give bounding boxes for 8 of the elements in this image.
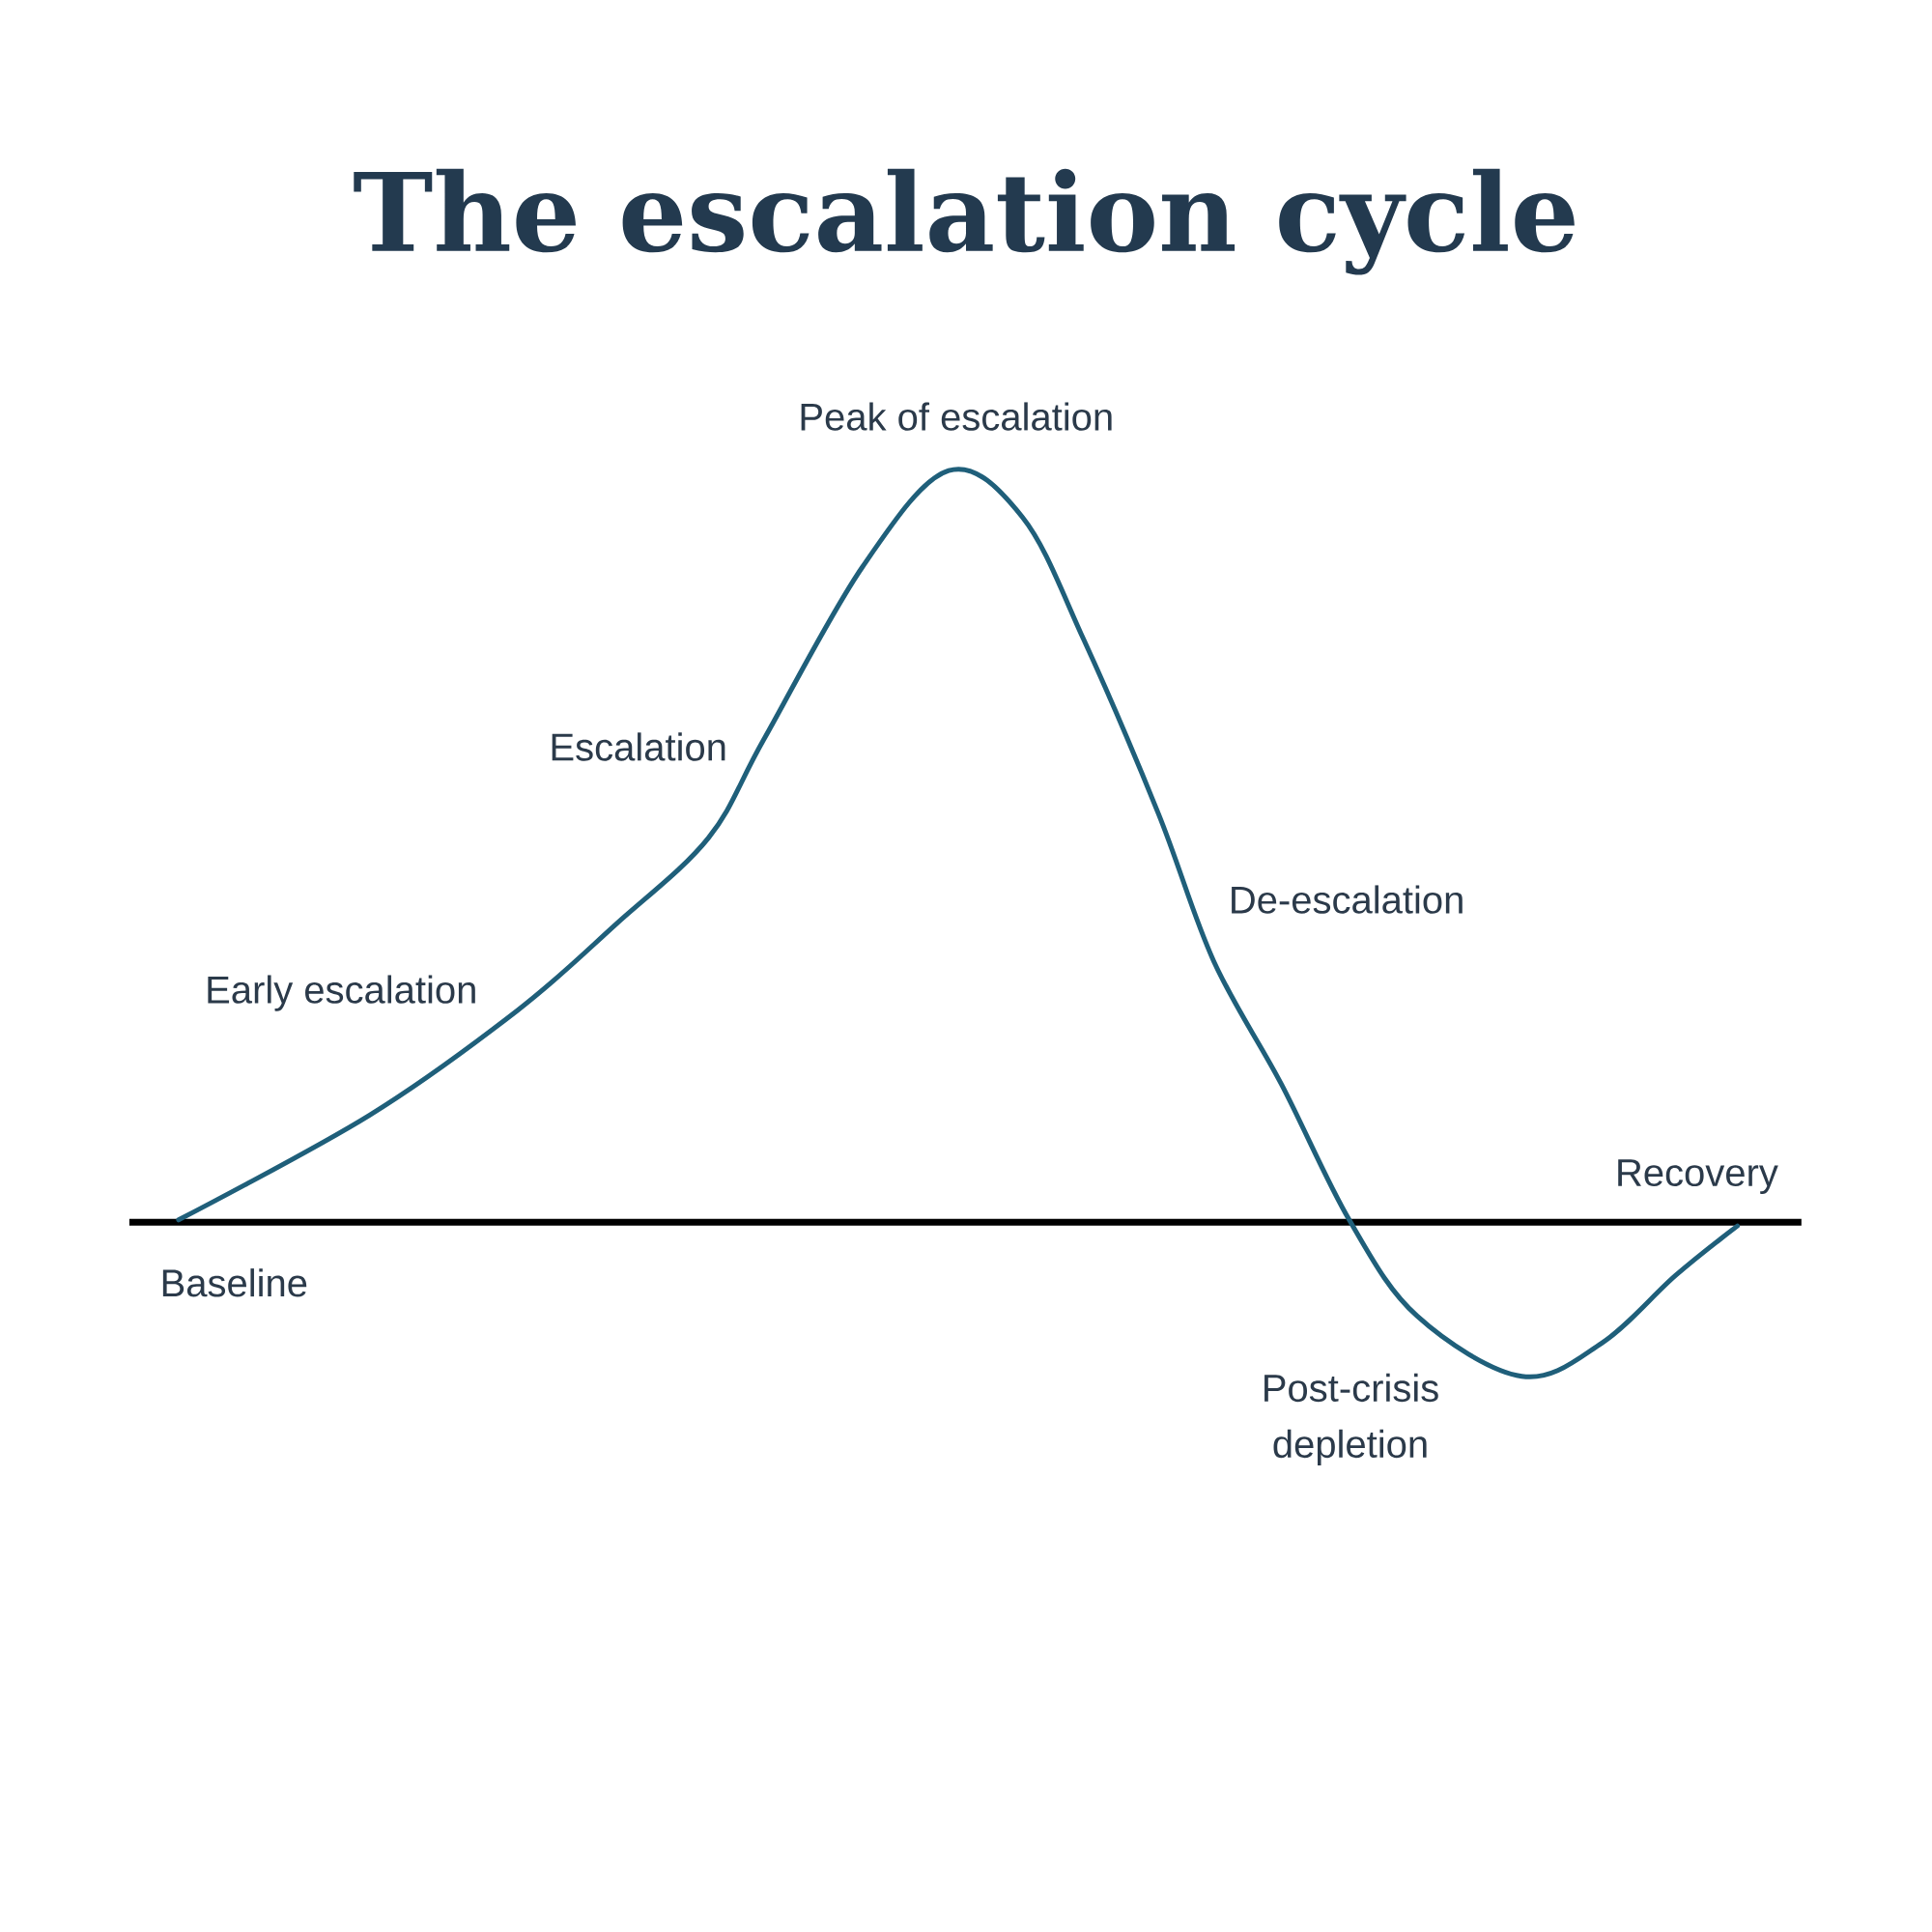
- phase-label: Escalation: [552, 732, 725, 761]
- title: The escalation cycle: [354, 168, 1575, 275]
- phase-label: Baseline: [162, 1268, 307, 1297]
- phase-label: Early escalation: [208, 975, 475, 1011]
- phase-label: Recovery: [1618, 1159, 1778, 1194]
- phase-label: De-escalation: [1232, 885, 1463, 914]
- phase-label: Post-crisis depletion: [1264, 1373, 1438, 1466]
- phase-label: Peak of escalation: [801, 402, 1112, 431]
